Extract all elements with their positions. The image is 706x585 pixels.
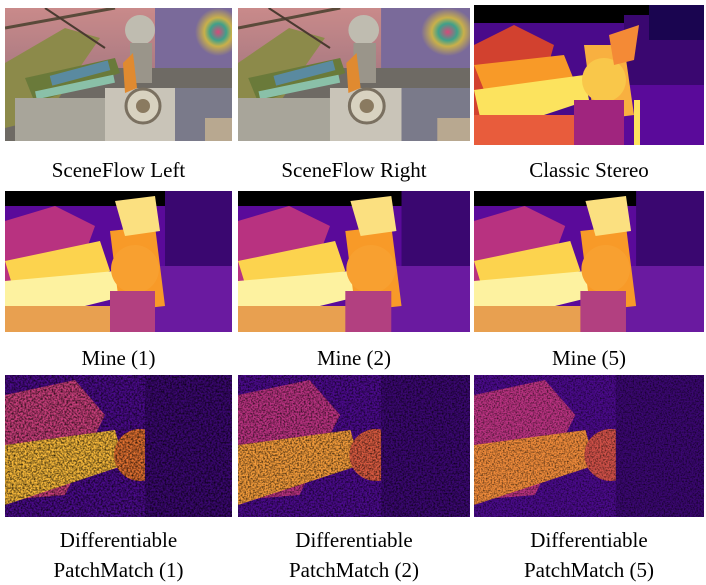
mine-1-disparity <box>5 191 232 332</box>
caption-mine-2: Mine (2) <box>316 346 392 370</box>
differentiable-patchmatch-2-disparity <box>238 375 470 517</box>
mine-5-disparity <box>474 191 704 332</box>
sceneflow-left-image <box>5 8 232 141</box>
differentiable-patchmatch-5-disparity <box>474 375 704 517</box>
caption-dpm-2-line2: PatchMatch (2) <box>288 558 420 582</box>
caption-mine-1: Mine (1) <box>81 346 156 370</box>
caption-mine-5: Mine (5) <box>551 346 627 370</box>
caption-dpm-5-line1: Differentiable <box>530 528 648 552</box>
caption-dpm-1-line2: PatchMatch (1) <box>53 558 184 582</box>
caption-sceneflow-left: SceneFlow Left <box>51 158 186 182</box>
sceneflow-right-image <box>238 8 470 141</box>
caption-dpm-5-line2: PatchMatch (5) <box>523 558 655 582</box>
classic-stereo-disparity <box>474 5 704 145</box>
caption-sceneflow-right: SceneFlow Right <box>281 158 427 182</box>
mine-2-disparity <box>238 191 470 332</box>
caption-dpm-2-line1: Differentiable <box>295 528 413 552</box>
caption-classic-stereo: Classic Stereo <box>529 158 649 182</box>
differentiable-patchmatch-1-disparity <box>5 375 232 517</box>
caption-dpm-1-line1: Differentiable <box>59 528 178 552</box>
